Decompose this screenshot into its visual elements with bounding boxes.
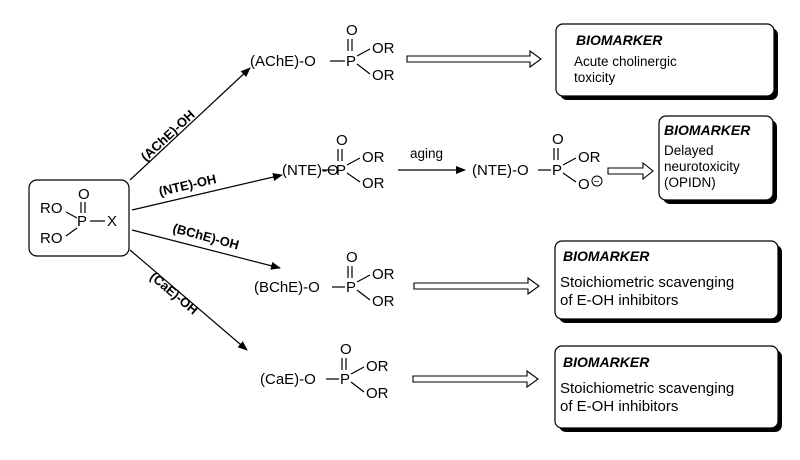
biomarker-box-cae: BIOMARKER Stoichiometric scavenging of E… [554,345,782,432]
ache-or-bottom: OR [372,67,395,84]
cae-oxo: O [340,341,352,358]
aged-enzyme-label: (NTE)-O [472,162,529,179]
biomarker-line: Acute cholinergic [574,54,677,69]
ache-oxo: O [346,22,358,39]
aged-or: OR [578,149,601,166]
arrow-nte [131,173,283,211]
bche-phosphorus: P [346,279,356,296]
aging-label: aging [410,146,443,161]
ache-or-top: OR [372,40,395,57]
biomarker-title: BIOMARKER [563,354,650,370]
aging-step: aging [398,146,466,174]
biomarker-line: Stoichiometric scavenging [560,274,734,291]
aged-nte: (NTE)-O P O OR O − [472,131,603,193]
aged-oxo: O [552,131,564,148]
ache-enzyme-label: (AChE)-O [250,53,316,70]
arrow-label-cae: (CaE)-OH [147,269,201,318]
nte-or-bottom: OR [362,175,385,192]
biomarker-line: Stoichiometric scavenging [560,380,734,397]
hollow-arrow-nte [607,161,654,181]
cae-or-top: OR [366,358,389,375]
arrow-bche [131,229,281,270]
aged-phosphorus: P [552,162,562,179]
biomarker-title: BIOMARKER [576,32,663,48]
substrate-box [28,179,130,257]
bche-adduct: (BChE)-O P O OR OR [254,249,395,310]
biomarker-line: of E-OH inhibitors [560,292,678,309]
cae-phosphorus: P [340,371,350,388]
biomarker-arrows [406,49,654,389]
cae-adduct: (CaE)-O P O OR OR [260,341,389,402]
arrow-ache [129,67,251,181]
aged-o-minus: O [578,176,590,193]
biomarker-box-ache: BIOMARKER Acute cholinergic toxicity [555,23,778,100]
oxo-label: O [78,186,90,203]
biomarker-line: neurotoxicity [664,159,740,174]
cae-or-bottom: OR [366,385,389,402]
biomarker-title: BIOMARKER [664,122,751,138]
bche-oxo: O [346,249,358,266]
arrow-label-bche: (BChE)-OH [171,220,240,252]
biomarker-line: of E-OH inhibitors [560,398,678,415]
nte-enzyme-label: (NTE)-O [282,162,339,179]
arrow-label-nte: (NTE)-OH [157,171,217,199]
phosphorus-label: P [77,213,87,230]
reaction-arrows: (AChE)-OH (NTE)-OH (BChE)-OH (CaE)-OH [129,67,283,351]
nte-phosphorus: P [336,162,346,179]
nte-oxo: O [336,132,348,149]
arrow-label-ache: (AChE)-OH [138,107,198,164]
biomarker-title: BIOMARKER [563,248,650,264]
ache-adduct: (AChE)-O P O OR OR [250,22,395,84]
organophosphate-substrate: RO RO P O X [28,179,130,257]
leaving-group-label: X [107,213,117,230]
bche-enzyme-label: (BChE)-O [254,279,320,296]
bche-or-bottom: OR [372,293,395,310]
negative-charge-sign: − [594,177,600,188]
nte-or-top: OR [362,149,385,166]
hollow-arrow-cae [412,369,539,389]
negative-charge-icon [591,175,603,187]
biomarker-box-bche: BIOMARKER Stoichiometric scavenging of E… [554,240,782,323]
hollow-arrow-bche [413,276,540,296]
biomarker-line: toxicity [574,70,616,85]
arrow-cae [129,249,248,351]
biomarker-line: (OPIDN) [664,175,716,190]
biomarker-line: Delayed [664,143,714,158]
ache-phosphorus: P [346,53,356,70]
ro-bottom-label: RO [40,230,63,247]
biomarker-box-nte: BIOMARKER Delayed neurotoxicity (OPIDN) [658,115,777,204]
hollow-arrow-ache [406,49,542,69]
ro-top-label: RO [40,200,63,217]
nte-adduct: (NTE)-O P O OR OR [282,132,385,192]
cae-enzyme-label: (CaE)-O [260,371,316,388]
bche-or-top: OR [372,266,395,283]
